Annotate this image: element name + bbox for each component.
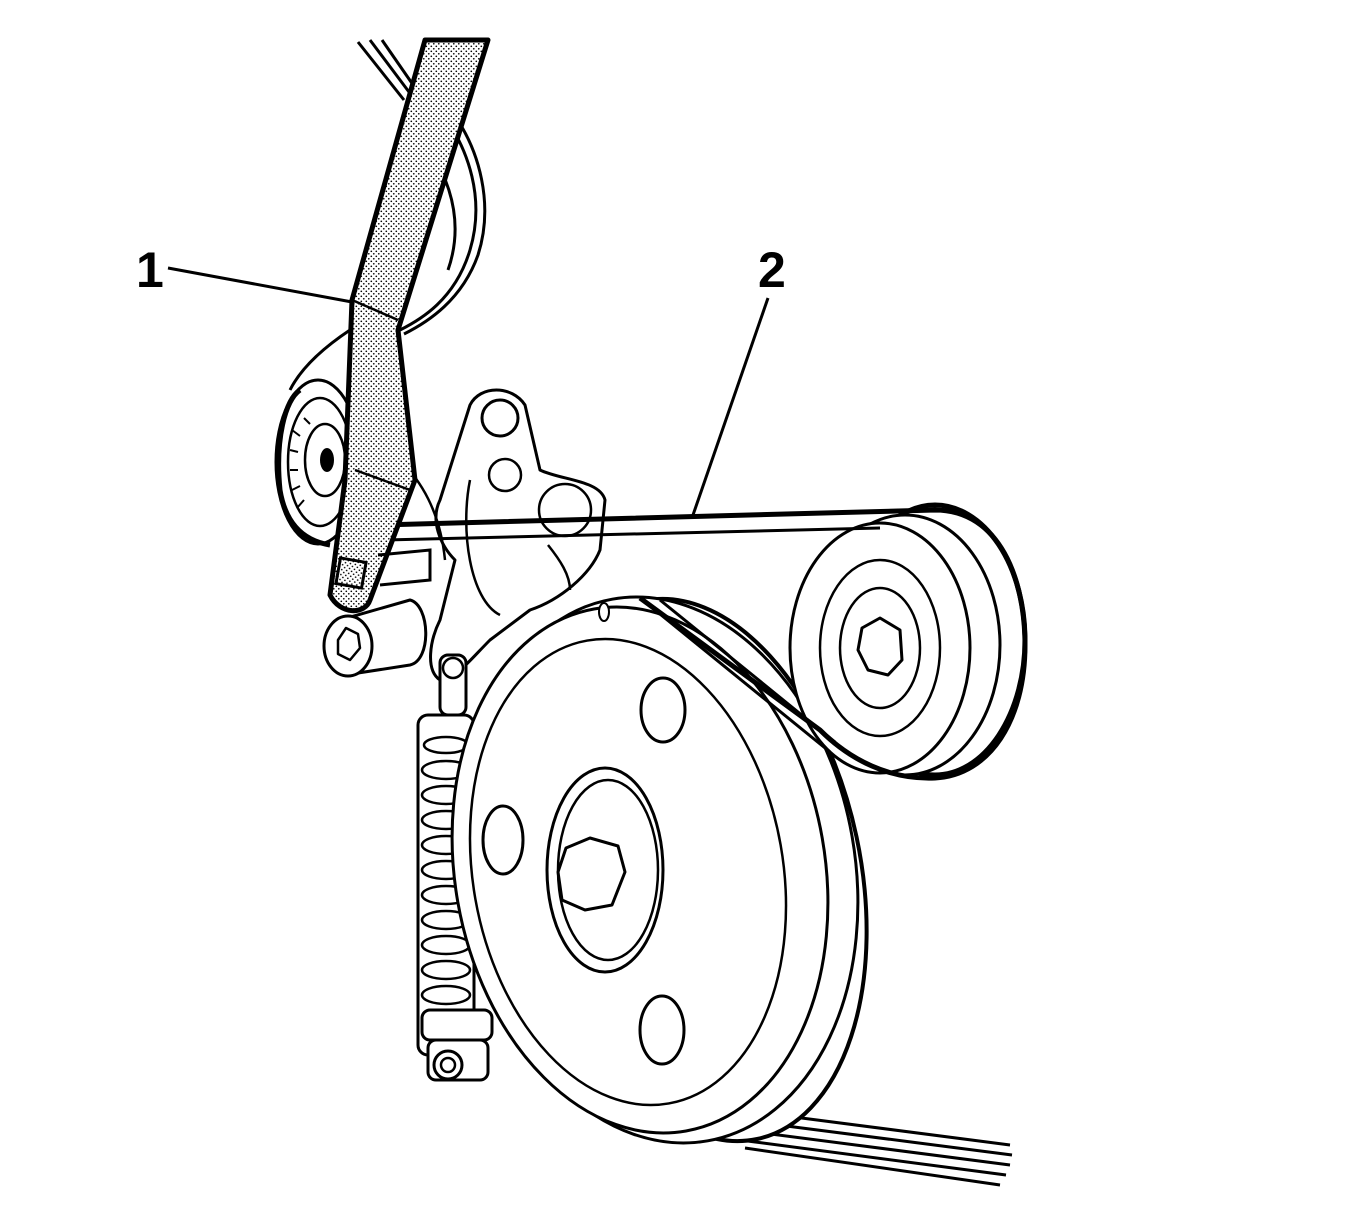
leader-line-2 [691,297,770,516]
callout-label-2: 2 [758,242,786,298]
idler-pulley [274,378,362,548]
serpentine-belt [379,507,1028,781]
right-pulley [788,502,1028,778]
tensioner-bracket [399,388,607,682]
tensioner-pivot [322,598,428,678]
tool-bar [327,37,491,614]
leader-line-1 [167,266,353,304]
crankshaft-pulley [450,595,869,1145]
callout-1: 1 [136,242,353,304]
callout-label-1: 1 [136,242,164,298]
callout-2: 2 [691,242,786,516]
